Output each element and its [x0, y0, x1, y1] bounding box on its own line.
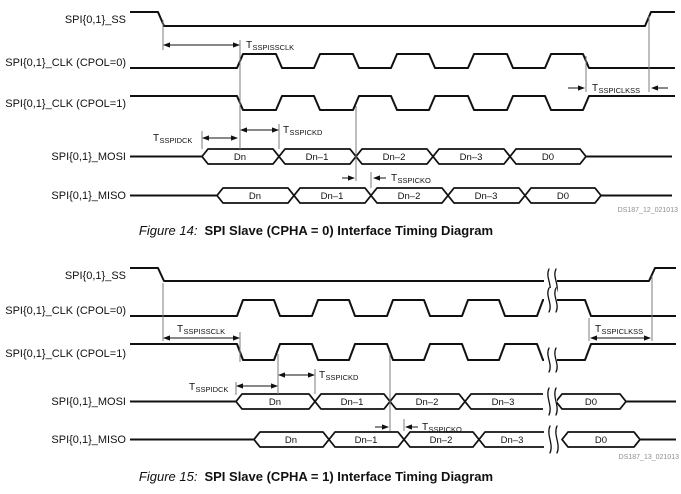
fig14-timing-sub-ckd: SSPICKD	[290, 128, 324, 137]
fig14-mosi-cell-label: Dn–1	[306, 152, 329, 163]
fig14-mosi-cell-label: Dn–3	[460, 152, 483, 163]
fig15-signal-label-cpol0: SPI{0,1}_CLK (CPOL=0)	[5, 305, 126, 317]
figure15-caption-text: SPI Slave (CPHA = 1) Interface Timing Di…	[204, 469, 494, 484]
break-mark-cpol1	[547, 347, 558, 373]
fig14-miso-cell-label: Dn	[249, 191, 261, 202]
fig14-timing-sub-ssclk: SSPISSCLK	[253, 43, 295, 52]
figure15-caption: Figure 15: SPI Slave (CPHA = 1) Interface…	[0, 469, 632, 484]
fig15-mosi-cell-label: Dn	[269, 397, 281, 408]
fig14-signal-label-mosi: SPI{0,1}_MOSI	[51, 151, 126, 163]
break-mark-mosi	[547, 387, 558, 416]
fig15-timing-sub-dck: SSPIDCK	[196, 385, 229, 394]
fig15-timing-label-ckd: T	[319, 370, 325, 381]
fig14-timing-sub-cko: SSPICKO	[398, 176, 432, 185]
fig14-timing-label-dck: T	[153, 133, 159, 144]
figure14-caption: Figure 14: SPI Slave (CPHA = 0) Interface…	[0, 223, 632, 238]
fig15-miso-cell-label: D0	[595, 435, 607, 446]
fig14-miso-cell-label: Dn–1	[321, 191, 344, 202]
fig14-signal-label-cpol1: SPI{0,1}_CLK (CPOL=1)	[5, 98, 126, 110]
fig14-mosi-bus-cell	[509, 148, 587, 165]
fig15-time-breaks	[543, 268, 559, 454]
fig14-timing-label-clkss: T	[592, 83, 598, 94]
fig14-signal-label-miso: SPI{0,1}_MISO	[51, 190, 126, 202]
fig15-signal-label-ss: SPI{0,1}_SS	[65, 270, 126, 282]
fig15-clk-cpol0-waveform	[130, 299, 676, 317]
fig14-timing-sub-clkss: SSPICLKSS	[599, 86, 641, 95]
fig14-signal-label-cpol0: SPI{0,1}_CLK (CPOL=0)	[5, 57, 126, 69]
fig15-miso-cell-label: Dn–1	[355, 435, 378, 446]
fig15-signal-label-cpol1: SPI{0,1}_CLK (CPOL=1)	[5, 348, 126, 360]
fig14-mosi-cell-label: Dn–2	[383, 152, 406, 163]
fig15-timing-label-clkss: T	[595, 324, 601, 335]
break-mask	[544, 269, 557, 293]
fig14-measure-arrows	[164, 44, 668, 179]
fig14-timing-label-cko: T	[391, 173, 397, 184]
fig15-timing-sub-ssclk: SSPISSCLK	[184, 327, 226, 336]
break-mask	[543, 388, 557, 415]
fig15-mosi-cell-label: Dn–1	[341, 397, 364, 408]
fig14-miso-cell-label: D0	[557, 191, 569, 202]
fig15-timing-sub-ckd: SSPICKD	[326, 373, 360, 382]
break-mask	[544, 288, 557, 312]
fig14-clk-cpol1-waveform	[130, 95, 675, 111]
fig15-timing-sub-cko: SSPICKO	[429, 425, 463, 434]
fig15-signal-label-mosi: SPI{0,1}_MOSI	[51, 396, 126, 408]
fig14-miso-bus-cell	[524, 187, 602, 204]
figure15-diagram: SPI{0,1}_SS SPI{0,1}_CLK (CPOL=0) SPI{0,…	[5, 267, 679, 461]
figure14-diagram: SPI{0,1}_SS SPI{0,1}_CLK (CPOL=0) SPI{0,…	[5, 11, 678, 214]
break-mark-cpol0	[547, 287, 558, 313]
fig15-timing-label-dck: T	[189, 382, 195, 393]
fig15-measure-arrows	[164, 337, 650, 428]
break-mask	[544, 426, 558, 453]
fig15-ss-waveform	[130, 267, 676, 282]
fig15-miso-cell-label: Dn	[285, 435, 297, 446]
fig14-mosi-cell-label: D0	[542, 152, 554, 163]
fig14-miso-cell-label: Dn–3	[475, 191, 498, 202]
figure14-caption-label: Figure 14:	[138, 223, 198, 238]
fig14-miso-cell-label: Dn–2	[398, 191, 421, 202]
fig15-mosi-cell-label: Dn–3	[492, 397, 515, 408]
fig15-mosi-cell-label: Dn–2	[416, 397, 439, 408]
figure15-caption-label: Figure 15:	[138, 469, 198, 484]
fig15-mosi-cell-label: D0	[585, 397, 597, 408]
fig15-miso-cell-label: Dn–3	[501, 435, 524, 446]
fig14-timing-sub-dck: SSPIDCK	[160, 136, 193, 145]
fig15-miso-bus-cell	[561, 431, 641, 448]
fig15-timing-label-ssclk: T	[177, 324, 183, 335]
fig15-watermark: DS187_13_021013	[619, 454, 679, 461]
fig15-timing-label-cko: T	[422, 422, 428, 433]
break-mark-miso	[548, 425, 559, 454]
fig15-guidelines	[162, 276, 653, 431]
fig14-ss-waveform	[130, 11, 675, 27]
fig15-clk-cpol1-waveform	[130, 343, 676, 361]
fig14-timing-label-ssclk: T	[246, 40, 252, 51]
fig14-clk-cpol0-waveform	[130, 53, 675, 69]
fig15-signal-label-miso: SPI{0,1}_MISO	[51, 434, 126, 446]
fig14-watermark: DS187_12_021013	[618, 207, 678, 214]
fig14-guidelines	[162, 16, 650, 188]
fig14-signal-label-ss: SPI{0,1}_SS	[65, 14, 126, 26]
fig15-miso-cell-label: Dn–2	[430, 435, 453, 446]
figure14-caption-text: SPI Slave (CPHA = 0) Interface Timing Di…	[204, 223, 494, 238]
fig14-timing-label-ckd: T	[283, 125, 289, 136]
fig14-mosi-cell-label: Dn	[234, 152, 246, 163]
fig15-timing-sub-clkss: SSPICLKSS	[602, 327, 644, 336]
break-mask	[544, 348, 557, 372]
fig15-mosi-bus-cell	[555, 393, 627, 410]
